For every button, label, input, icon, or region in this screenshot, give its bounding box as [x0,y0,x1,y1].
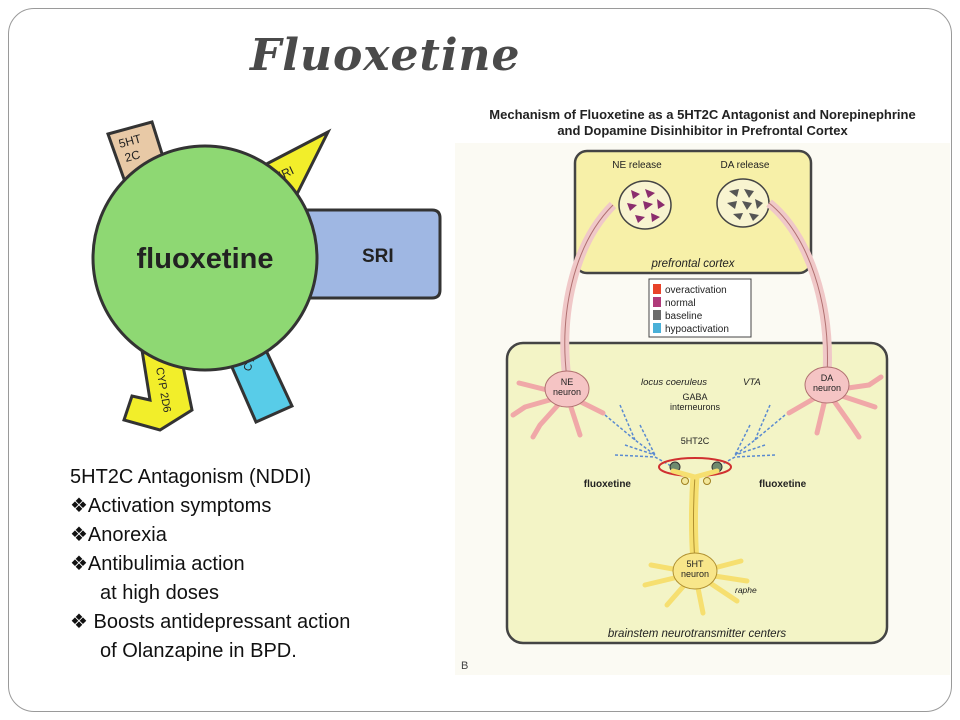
legend-swatch-overactivation [653,284,661,294]
sri-tab: SRI [278,208,442,300]
bullet-item: ❖Activation symptoms [70,495,272,517]
bullet-item: at high doses [100,582,219,604]
ht2c-label-line2: 2C [123,147,142,165]
fluoxetine-center-label: fluoxetine [137,243,274,275]
figure-title: Mechanism of Fluoxetine as a 5HT2C Antag… [455,107,950,139]
brainstem-label: brainstem neurotransmitter centers [608,628,787,640]
da-neuron-label-2: neuron [813,383,841,393]
bullet-item: of Olanzapine in BPD. [100,640,297,662]
prefrontal-cortex-label: prefrontal cortex [650,258,735,270]
mechanism-figure: Mechanism of Fluoxetine as a 5HT2C Antag… [455,95,950,675]
bullet-heading: 5HT2C Antagonism (NDDI) [70,466,312,488]
ne-vesicle [618,180,672,230]
legend-hypoactivation: hypoactivation [665,324,729,335]
panel-letter: B [461,660,468,672]
ne-neuron: NE neuron [510,370,606,440]
legend-swatch-normal [653,297,661,307]
legend-swatch-baseline [653,310,661,320]
ht-neuron-label-2: neuron [681,569,709,579]
da-release-label: DA release [721,160,770,171]
bullet-item: ❖Antibulimia action [70,553,245,575]
ht2c-label-line1: 5HT [117,131,143,151]
figure-title-line1: Mechanism of Fluoxetine as a 5HT2C Antag… [489,107,916,122]
sri-label: SRI [362,246,394,267]
legend-swatch-hypoactivation [653,323,661,333]
ht-neuron: 5HT neuron [642,468,750,616]
fluoxetine-circle [91,144,319,372]
ht-neuron-label-1: 5HT [686,559,704,569]
mechanism-svg: prefrontal cortex NE release DA release [455,143,950,675]
bullet-list: 5HT2C Antagonism (NDDI) ❖Activation symp… [70,463,350,666]
bullet-item: ❖ Boosts antidepressant action [70,611,351,633]
fluoxetine-left-label: fluoxetine [584,479,632,490]
raphe-label: raphe [735,585,757,595]
slide-title: Fluoxetine [250,30,521,81]
ht2c-receptor-label: 5HT2C [681,436,710,446]
da-vesicle [716,178,770,228]
slide-frame [8,8,952,712]
figure-title-line2: and Dopamine Disinhibitor in Prefrontal … [557,123,848,138]
gaba-label-1: GABA [682,392,707,402]
vta-label: VTA [743,377,761,388]
locus-coeruleus-label: locus coeruleus [641,377,707,388]
da-neuron-label-1: DA [821,373,834,383]
fluoxetine-right-label: fluoxetine [759,479,807,490]
ne-neuron-label-1: NE [561,377,574,387]
bullet-item: ❖Anorexia [70,524,167,546]
ne-neuron-label-2: neuron [553,387,581,397]
legend-baseline: baseline [665,311,703,322]
legend-normal: normal [665,298,696,309]
ne-release-label: NE release [612,160,662,171]
activation-legend: overactivation normal baseline hypoactiv… [648,278,752,338]
da-neuron: DA neuron [786,366,884,440]
fluoxetine-binding-diagram: SRI 5HT 2C NRI CYP 2D6 CYP 3A4 fluoxetin… [91,120,442,432]
legend-overactivation: overactivation [665,285,727,296]
gaba-label-2: interneurons [670,402,721,412]
